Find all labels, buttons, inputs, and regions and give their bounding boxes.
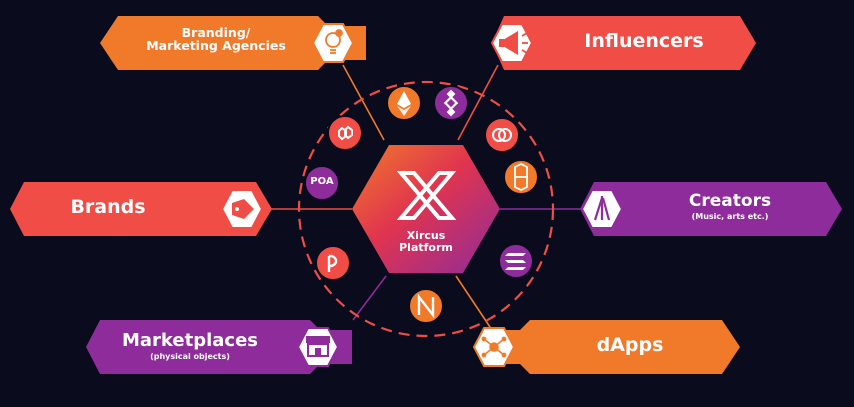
rings-icon [492, 128, 512, 142]
label-creators-sub: (Music, arts etc.) [691, 211, 769, 221]
chain-polygon[interactable] [327, 115, 363, 151]
label-agencies: Branding/ Marketing Agencies [118, 26, 314, 52]
node-brands[interactable] [10, 182, 272, 236]
center-line2: Platform [399, 240, 453, 254]
node-creators[interactable] [580, 182, 842, 236]
hex-marketplaces [296, 327, 340, 367]
binance-icon [443, 89, 459, 117]
center-label: Xircus Platform [376, 230, 476, 253]
poa-label: POA [310, 176, 334, 187]
banner-agencies [100, 16, 366, 70]
xircus-x-logo [396, 171, 457, 220]
center-line1: Xircus [406, 229, 446, 242]
connector-agencies [342, 64, 385, 141]
label-dapps: dApps [596, 334, 664, 356]
storefront-icon [306, 336, 330, 357]
chain-near[interactable] [408, 288, 444, 324]
node-marketplaces[interactable] [86, 320, 352, 374]
label-marketplaces-sub: (physical objects) [150, 351, 230, 361]
label-creators-line1: Creators [688, 191, 772, 211]
chain-fantom[interactable] [503, 159, 539, 195]
label-brands: Brands [70, 196, 146, 218]
chain-ring [297, 80, 555, 338]
brushes-icon [593, 196, 611, 221]
center-hub[interactable] [352, 145, 500, 273]
label-creators: Creators (Music, arts etc.) [640, 191, 820, 221]
megaphone-icon [499, 31, 528, 55]
tag-icon [232, 199, 254, 219]
center-hexagon [352, 145, 500, 273]
connector-marketplaces [352, 275, 387, 321]
hex-agencies [311, 23, 355, 63]
chain-poa[interactable] [304, 165, 340, 201]
network-hub-icon [481, 336, 507, 358]
lightbulb-gear-icon [325, 29, 343, 54]
node-influencers[interactable] [490, 16, 756, 70]
polygon-icon [338, 125, 353, 141]
solana-icon [505, 253, 526, 270]
node-agencies[interactable] [100, 16, 366, 70]
banner-marketplaces [86, 320, 352, 374]
label-marketplaces: Marketplaces (physical objects) [100, 330, 280, 361]
near-icon [417, 293, 435, 319]
chain-solana[interactable] [498, 243, 534, 279]
label-influencers: Influencers [584, 30, 704, 52]
chain-ethereum[interactable] [386, 85, 422, 121]
connector-dapps [455, 275, 493, 331]
fantom-icon [514, 162, 528, 192]
polkadot-icon [327, 254, 338, 272]
ethereum-icon [397, 91, 411, 116]
banner-creators [580, 182, 842, 236]
banner-influencers [492, 16, 756, 70]
label-agencies-line2: Marketing Agencies [146, 38, 286, 54]
connector-influencers [457, 64, 499, 141]
chain-polkadot[interactable] [315, 245, 351, 281]
node-dapps[interactable] [472, 320, 740, 374]
chain-rings[interactable] [484, 117, 520, 153]
banner-brands [10, 182, 272, 236]
banner-dapps [498, 320, 740, 374]
label-agencies-line1: Branding/ [181, 25, 251, 40]
chain-binance[interactable] [433, 85, 469, 121]
label-marketplaces-line1: Marketplaces [121, 330, 259, 351]
